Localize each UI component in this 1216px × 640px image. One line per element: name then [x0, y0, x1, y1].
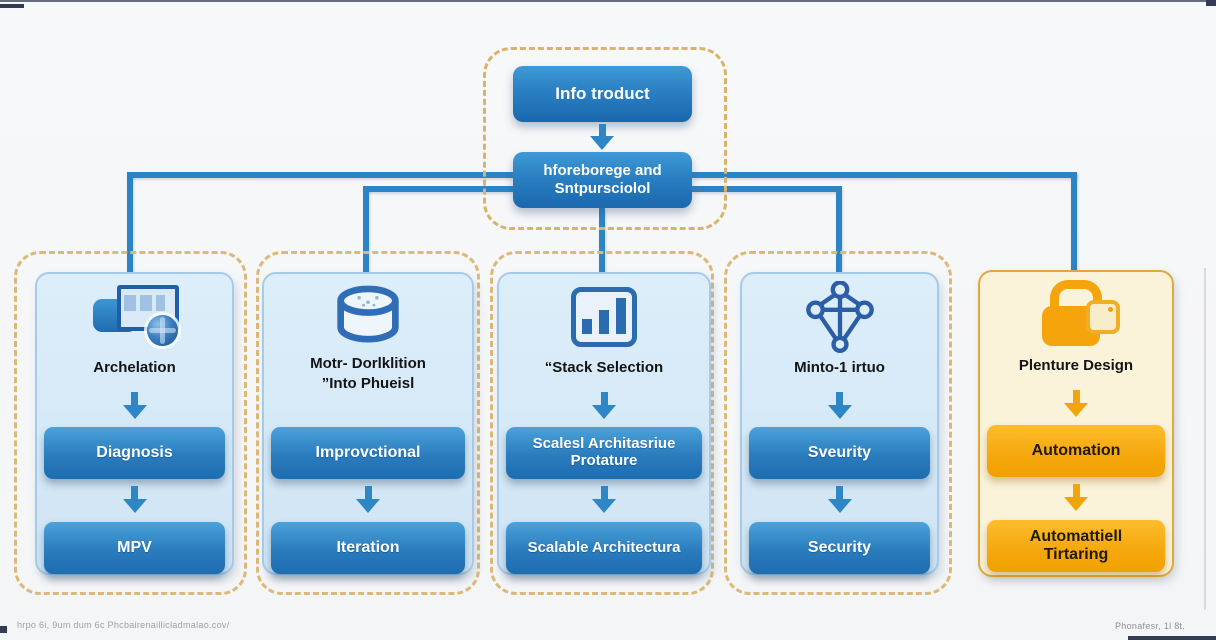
lock-icon	[980, 280, 1172, 350]
strategy-node: hforeborege and Sntpursciolol	[513, 152, 692, 208]
bottom-right-mark	[1128, 636, 1216, 640]
step-box: Scalesl Architasriue Protature	[506, 427, 702, 479]
bar-chart-icon	[499, 282, 709, 352]
column-3-dashed-frame	[490, 251, 714, 595]
arrow-down-icon	[592, 392, 616, 419]
step-box: Security	[749, 522, 930, 574]
column-title: Minto-1 irtuo	[794, 359, 885, 376]
column-4-dashed-frame	[724, 251, 952, 595]
top-right-mark	[1206, 0, 1216, 6]
arrow-down-icon	[1064, 484, 1088, 511]
step-box: Iteration	[271, 522, 465, 574]
column-2-dashed-frame	[256, 251, 480, 595]
arrow-down-icon	[827, 486, 852, 513]
arrow-down-icon	[356, 486, 380, 513]
bottom-left-mark	[0, 626, 7, 633]
column-1-dashed-frame	[14, 251, 247, 595]
column-panel-plenture-design: Plenture Design Automation Automattiell …	[978, 270, 1174, 577]
footer-note-right: Phonafesr, 1l 8t.	[1115, 621, 1186, 631]
column-title: “Stack Selection	[544, 359, 664, 376]
column-panel-archelation: Archelation Diagnosis MPV	[35, 272, 234, 575]
step-box: Diagnosis	[44, 427, 225, 479]
arrow-down-icon	[122, 486, 147, 513]
column-title: Plenture Design	[1018, 357, 1134, 374]
root-node: Info troduct	[513, 66, 692, 122]
arrow-down-icon	[827, 392, 852, 419]
devices-icon	[37, 282, 232, 352]
connector-right-h2	[692, 186, 839, 192]
database-icon	[264, 282, 472, 352]
connector-v-col4	[836, 186, 842, 272]
column-title: Archelation	[93, 359, 176, 376]
connector-v-col5	[1071, 172, 1077, 272]
step-box: Automattiell Tirtaring	[987, 520, 1165, 572]
network-icon	[742, 281, 937, 353]
arrow-down-icon	[590, 124, 614, 150]
top-edge-mark	[0, 0, 1216, 2]
arrow-down-icon	[122, 392, 147, 419]
top-left-mark	[0, 4, 24, 8]
step-box: MPV	[44, 522, 225, 574]
column-title: Motr- Dorlklition ”Into Phueisl	[310, 355, 426, 392]
connector-v-col3	[599, 208, 605, 272]
connector-v-col2	[363, 186, 369, 272]
step-box: Improvctional	[271, 427, 465, 479]
top-group-dashed-frame	[483, 47, 727, 230]
column-panel-security: Minto-1 irtuo Sveurity Security	[740, 272, 939, 575]
right-divider-line	[1204, 268, 1206, 610]
footer-note-left: hrpo 6i, 9um dum 6c Phcbairenaillicladma…	[17, 620, 230, 630]
step-box: Scalable Architectura	[506, 522, 702, 574]
arrow-down-icon	[592, 486, 616, 513]
connector-left-h1	[127, 172, 513, 178]
column-panel-definition: Motr- Dorlklition ”Into Phueisl Improvct…	[262, 272, 474, 575]
column-panel-stack-selection: “Stack Selection Scalesl Architasriue Pr…	[497, 272, 711, 575]
connector-left-h2	[363, 186, 513, 192]
connector-right-h1	[692, 172, 1077, 178]
step-box: Sveurity	[749, 427, 930, 479]
arrow-down-icon	[1064, 390, 1088, 417]
step-box: Automation	[987, 425, 1165, 477]
connector-v-col1	[127, 172, 133, 272]
